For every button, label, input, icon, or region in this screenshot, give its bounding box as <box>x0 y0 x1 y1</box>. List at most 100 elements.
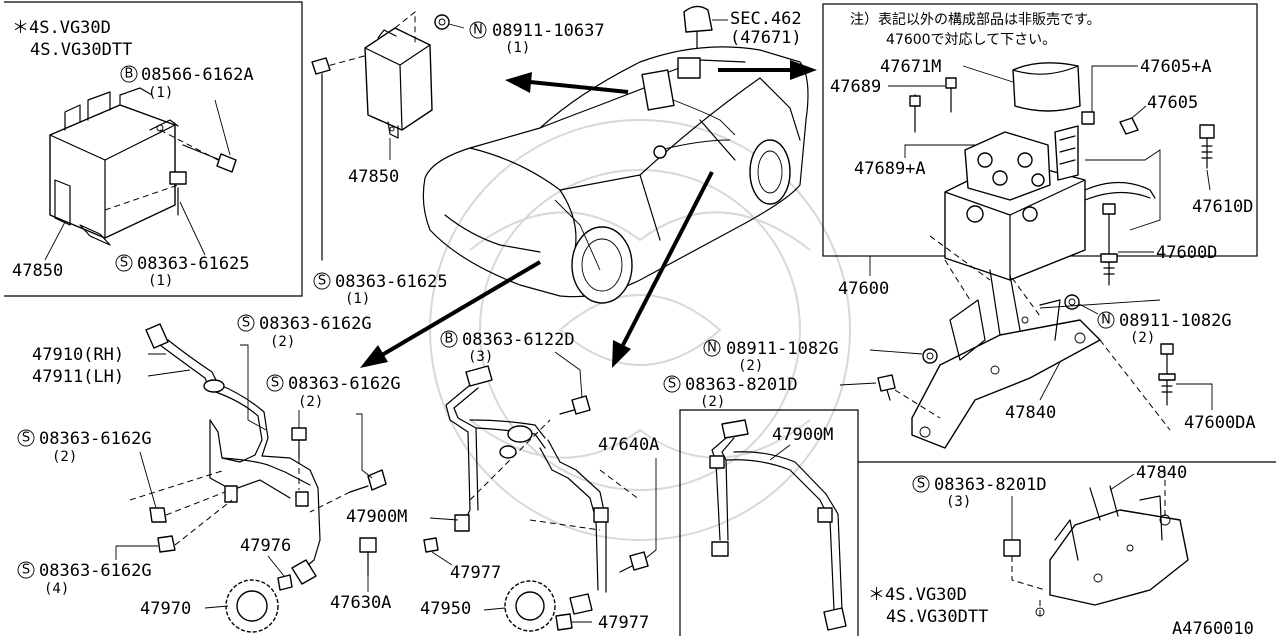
control-unit-part <box>364 27 433 139</box>
bracket-47840 <box>911 269 1101 449</box>
svg-text:S: S <box>120 256 128 271</box>
part-label: 08363-6162G <box>39 429 152 449</box>
wheel-sensor-harness-rear <box>445 365 609 615</box>
part-label: 47600DA <box>1184 413 1256 433</box>
inset-top-left-line1: ＊4S.VG30D <box>12 18 111 38</box>
svg-text:S: S <box>22 563 30 578</box>
part-label: 08363-61625 <box>335 272 448 292</box>
svg-text:B: B <box>445 332 454 347</box>
prefix-s-symbol <box>912 475 930 493</box>
section-ref-sub: (47671) <box>730 28 802 48</box>
section-ref: SEC.462 <box>730 9 802 29</box>
bolt-icon <box>877 374 896 401</box>
inset-frame-top-left <box>4 1 303 297</box>
part-label: 47840 <box>1005 403 1056 423</box>
prefix-n-symbol <box>469 21 487 39</box>
watermark-ornament <box>429 119 851 541</box>
bolt-icon <box>169 171 187 216</box>
part-label: 08911-1082G <box>726 339 839 359</box>
part-label: 08363-8201D <box>934 475 1047 495</box>
abs-hydraulic-unit <box>944 125 1156 281</box>
part-label: 47605 <box>1147 93 1198 113</box>
bolt-icon <box>149 507 167 523</box>
inset-top-left-line2: 4S.VG30DTT <box>30 40 132 60</box>
bracket-47840-alt <box>1035 485 1189 617</box>
sensor-rotor-rear <box>504 580 556 632</box>
part-qty: (2) <box>52 449 77 465</box>
part-label: 47630A <box>330 593 391 613</box>
bolt-icon <box>157 535 176 553</box>
svg-text:S: S <box>318 274 326 289</box>
prefix-s-symbol <box>313 272 331 290</box>
part-label: 47900M <box>772 425 833 445</box>
part-label: 47689 <box>830 77 881 97</box>
pointer-arrow <box>505 72 629 94</box>
svg-text:S: S <box>242 316 250 331</box>
nut-icon <box>922 348 938 364</box>
svg-text:N: N <box>1101 313 1111 328</box>
svg-text:S: S <box>917 477 925 492</box>
stud-bolt-icon <box>1100 203 1118 286</box>
svg-text:S: S <box>271 376 279 391</box>
connector-part <box>1119 117 1139 135</box>
part-qty: (2) <box>298 394 323 410</box>
bolt-icon <box>909 95 921 133</box>
part-label: 47850 <box>12 261 63 281</box>
part-label: 47840 <box>1136 463 1187 483</box>
spacer-part <box>277 574 293 591</box>
part-label: 08911-10637 <box>492 21 605 41</box>
svg-text:B: B <box>125 67 134 82</box>
diagram-code: A4760010 <box>1172 619 1254 638</box>
bolt-icon <box>291 427 307 459</box>
part-label: 47910(RH) <box>32 345 124 365</box>
part-label: 08566-6162A <box>141 65 254 85</box>
spacer-part <box>555 613 573 631</box>
part-label: 47977 <box>450 563 501 583</box>
svg-text:N: N <box>473 23 483 38</box>
prefix-s-symbol <box>237 314 255 332</box>
prefix-s-symbol <box>266 374 284 392</box>
part-qty: (1) <box>345 291 370 307</box>
part-label: 47900M <box>346 507 407 527</box>
part-label: 47610D <box>1192 197 1253 217</box>
part-qty: (2) <box>1130 330 1155 346</box>
bolt-icon <box>349 469 387 493</box>
svg-text:N: N <box>707 341 717 356</box>
part-label: 47600 <box>838 279 889 299</box>
part-label: 47605+A <box>1140 57 1212 77</box>
prefix-b-symbol <box>120 65 138 83</box>
part-label: 08363-6122D <box>462 330 575 350</box>
part-label: 08363-61625 <box>137 254 250 274</box>
wheel-sensor-alt <box>709 419 847 631</box>
inset-frame-sensor-alt <box>679 409 1276 636</box>
part-label: 47600D <box>1156 243 1217 263</box>
bolt-icon <box>559 395 591 415</box>
prefix-n-symbol <box>703 339 721 357</box>
part-label: 47976 <box>240 536 291 556</box>
sensor-icon <box>683 5 713 49</box>
bolt-icon <box>311 57 331 261</box>
part-label: 47850 <box>348 167 399 187</box>
inset-bottom-right-line1: ＊4S.VG30D <box>868 585 967 605</box>
pointer-arrow <box>360 260 542 368</box>
part-label: 47911(LH) <box>32 367 124 387</box>
relay-47671m <box>1012 62 1081 112</box>
part-label: 47970 <box>140 599 191 619</box>
part-label: 47977 <box>598 613 649 633</box>
vehicle-outline <box>422 46 809 304</box>
sensor-rotor-front <box>225 579 279 633</box>
pointer-arrow <box>718 60 817 80</box>
connector-part <box>1081 111 1095 125</box>
part-label: 47950 <box>420 599 471 619</box>
inset-bottom-right-line2: 4S.VG30DTT <box>886 607 988 627</box>
wheel-sensor-harness-front <box>145 323 321 585</box>
prefix-b-symbol <box>440 330 458 348</box>
part-label: 47689+A <box>854 159 926 179</box>
note-line-2: 47600で対応して下さい。 <box>886 32 1056 48</box>
bolt-icon <box>945 77 957 113</box>
bolt-icon <box>182 144 237 173</box>
bolt-icon <box>1199 124 1215 169</box>
part-label: 08363-8201D <box>685 375 798 395</box>
part-label: 08911-1082G <box>1119 311 1232 331</box>
